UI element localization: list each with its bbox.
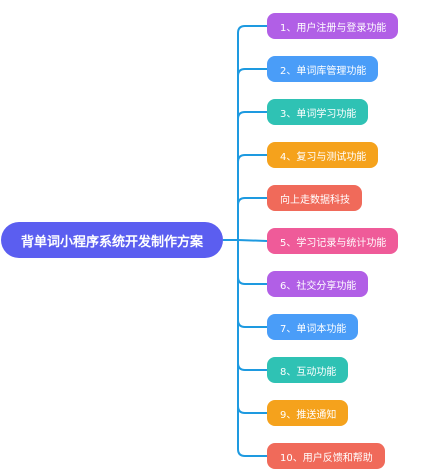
- branch-node-6[interactable]: 6、社交分享功能: [267, 271, 369, 297]
- branch-connector-9: [237, 240, 267, 371]
- branch-node-8[interactable]: 8、互动功能: [267, 357, 349, 383]
- branch-connector-2: [237, 68, 267, 240]
- branch-connector-5: [237, 197, 267, 240]
- branch-node-5[interactable]: 5、学习记录与统计功能: [267, 228, 399, 254]
- branch-connector-1: [237, 25, 267, 240]
- branch-node-1[interactable]: 1、用户注册与登录功能: [267, 13, 399, 39]
- branch-node-3[interactable]: 3、单词学习功能: [267, 99, 369, 125]
- branch-connector-4: [237, 154, 267, 240]
- branch-node-9[interactable]: 9、推送通知: [267, 400, 349, 426]
- branch-node-7[interactable]: 7、单词本功能: [267, 314, 359, 340]
- branch-connector-3: [237, 111, 267, 240]
- branch-node-watermark[interactable]: 向上走数据科技: [267, 185, 362, 211]
- branch-connector-6: [237, 239, 268, 242]
- branch-node-4[interactable]: 4、复习与测试功能: [267, 142, 379, 168]
- branch-node-10[interactable]: 10、用户反馈和帮助: [267, 443, 385, 469]
- branch-connector-11: [237, 240, 267, 457]
- branch-connector-7: [237, 240, 267, 285]
- branch-node-2[interactable]: 2、单词库管理功能: [267, 56, 379, 82]
- root-node[interactable]: 背单词小程序系统开发制作方案: [1, 222, 223, 258]
